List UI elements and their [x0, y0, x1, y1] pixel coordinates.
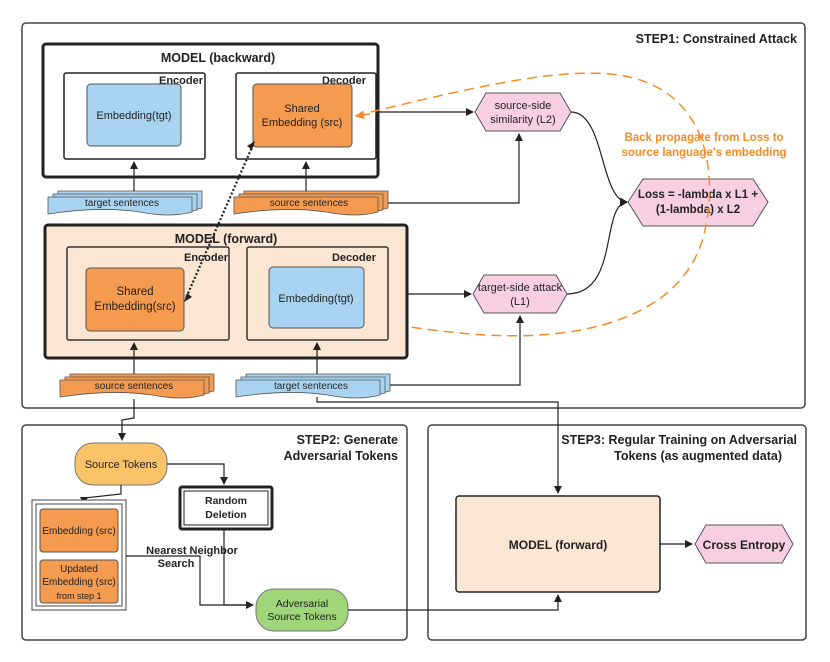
forward-decoder-embedding-label: Embedding(tgt) [278, 293, 353, 305]
cross-entropy-node [694, 524, 794, 564]
forward-encoder-embedding [85, 267, 185, 332]
backprop-line2: source language's embedding [621, 147, 786, 159]
step1-title: STEP1: Constrained Attack [636, 32, 797, 46]
shared-link-arrowhead-bottom [184, 293, 192, 302]
loss-line1: Loss = -lambda x L1 + [638, 189, 758, 201]
embedding-src-label: Embedding (src) [42, 526, 115, 537]
backward-decoder-embedding [252, 83, 353, 148]
forward-decoder-label: Decoder [332, 252, 377, 264]
updated-embedding-node [39, 559, 119, 604]
backward-decoder-embedding-line2: Embedding (src) [262, 117, 343, 129]
adversarial-line2: Source Tokens [267, 611, 336, 623]
shared-link-arrowhead-top [247, 141, 255, 150]
source-similarity-line2: similarity (L2) [490, 114, 555, 126]
updated-line2: Embedding (src) [42, 577, 115, 588]
arrow-source-to-similarity [388, 133, 523, 204]
forward-encoder-embedding-line2: Embedding(src) [94, 301, 175, 313]
cross-entropy-label: Cross Entropy [703, 538, 786, 552]
arrow-target-to-step3-model [316, 397, 562, 494]
backward-encoder-embedding [86, 83, 182, 147]
forward-target-sentences-label: target sentences [274, 381, 348, 392]
backward-encoder-embedding-label: Embedding(tgt) [96, 110, 171, 122]
source-similarity-line1: source-side [495, 100, 552, 112]
backward-source-sentences [233, 190, 389, 216]
forward-encoder-embedding-line1: Shared [116, 286, 153, 298]
adversarial-tokens-node [255, 588, 349, 632]
step3-title-line1: STEP3: Regular Training on Adversarial [561, 433, 797, 447]
arrow-tokens-to-deletion [167, 463, 228, 485]
forward-source-sentences [59, 373, 215, 399]
model-backward-title: MODEL (backward) [161, 51, 275, 65]
arrow-target-to-attack [390, 315, 524, 386]
loss-node [627, 178, 769, 227]
adversarial-line1: Adversarial [276, 598, 329, 610]
random-deletion-inner [183, 490, 269, 526]
backward-target-sentences [47, 190, 203, 216]
step2-title-line2: Adversarial Tokens [284, 449, 398, 463]
random-deletion-line1: Random [205, 495, 247, 507]
backprop-arrow-to-backward [355, 110, 371, 120]
forward-decoder-embedding [268, 266, 365, 329]
random-deletion-line2: Deletion [205, 509, 246, 521]
forward-encoder-label: Encoder [184, 252, 229, 264]
target-attack-line2: (L1) [510, 296, 530, 308]
arrow-deletion-to-adversarial [223, 529, 253, 606]
target-attack-node [472, 274, 568, 314]
random-deletion-node [178, 485, 274, 531]
embedding-src-node [39, 508, 119, 553]
updated-line3: from step 1 [56, 591, 101, 601]
forward-target-sentences [235, 373, 391, 399]
backprop-line1: Back propagate from Loss to [624, 132, 783, 144]
nn-line1: Nearest Neighbor [146, 545, 238, 557]
forward-source-sentences-label: source sentences [95, 381, 173, 392]
target-attack-line1: target-side attack [478, 282, 563, 294]
arrow-adversarial-to-model [348, 594, 562, 611]
updated-line1: Updated [60, 564, 98, 575]
step3-title-line2: Tokens (as augmented data) [614, 449, 782, 463]
backward-target-sentences-label: target sentences [85, 198, 159, 209]
source-tokens-label: Source Tokens [85, 459, 158, 471]
backward-decoder-embedding-line1: Shared [284, 103, 319, 115]
model-forward-title: MODEL (forward) [175, 232, 278, 246]
step2-title-line1: STEP2: Generate [297, 433, 398, 447]
arrow-sentences-to-tokens [118, 399, 135, 441]
loss-line2: (1-lambda) x L2 [656, 204, 740, 216]
backward-source-sentences-label: source sentences [270, 198, 348, 209]
step3-model-label: MODEL (forward) [509, 538, 607, 552]
nn-line2: Search [158, 558, 195, 570]
arrow-attack-to-loss [566, 198, 628, 295]
arrow-similarity-to-loss [570, 111, 628, 206]
